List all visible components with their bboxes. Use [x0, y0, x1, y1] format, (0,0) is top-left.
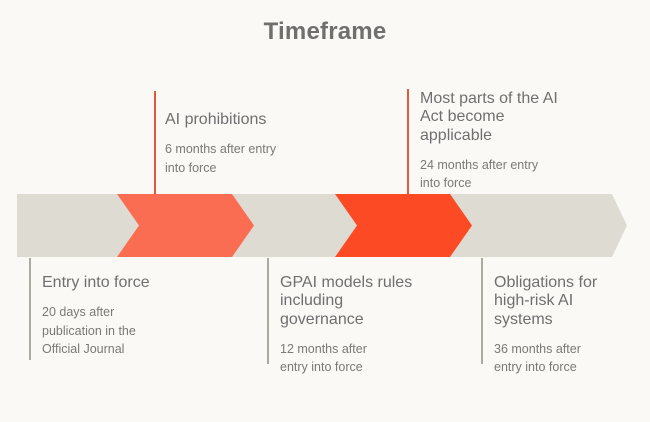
timeline-arrow-segment-2: [335, 194, 472, 257]
milestone-title: GPAI models rules including governance: [280, 274, 413, 328]
milestone-title: Most parts of the AI Act become applicab…: [420, 90, 558, 144]
milestone-entry-into-force: Entry into force 20 days after publicati…: [42, 274, 150, 358]
connector-line-most-parts-applicable: [407, 89, 409, 194]
milestone-title: Entry into force: [42, 274, 150, 291]
milestone-most-parts-applicable: Most parts of the AI Act become applicab…: [420, 90, 558, 192]
connector-line-ai-prohibitions: [154, 91, 156, 194]
milestone-detail: 36 months after entry into force: [494, 342, 581, 375]
milestone-detail: 12 months after entry into force: [280, 342, 367, 375]
milestone-ai-prohibitions: AI prohibitions 6 months after entry int…: [165, 111, 276, 177]
page-title: Timeframe: [263, 18, 387, 45]
milestone-gpai-rules: GPAI models rules including governance 1…: [280, 274, 412, 376]
milestone-detail: 20 days after publication in the Officia…: [42, 305, 136, 356]
timeline-arrow-segment-1: [117, 194, 254, 257]
connector-line-gpai-rules: [267, 258, 269, 364]
milestone-title: AI prohibitions: [165, 111, 267, 128]
milestone-high-risk-obligations: Obligations for high-risk AI systems 36 …: [494, 274, 597, 376]
milestone-detail: 24 months after entry into force: [420, 158, 539, 191]
connector-line-entry-into-force: [29, 258, 31, 360]
milestone-detail: 6 months after entry into force: [165, 142, 277, 175]
connector-line-high-risk-obligations: [481, 258, 483, 364]
timeline-band: [17, 194, 627, 257]
milestone-title: Obligations for high-risk AI systems: [494, 274, 598, 328]
